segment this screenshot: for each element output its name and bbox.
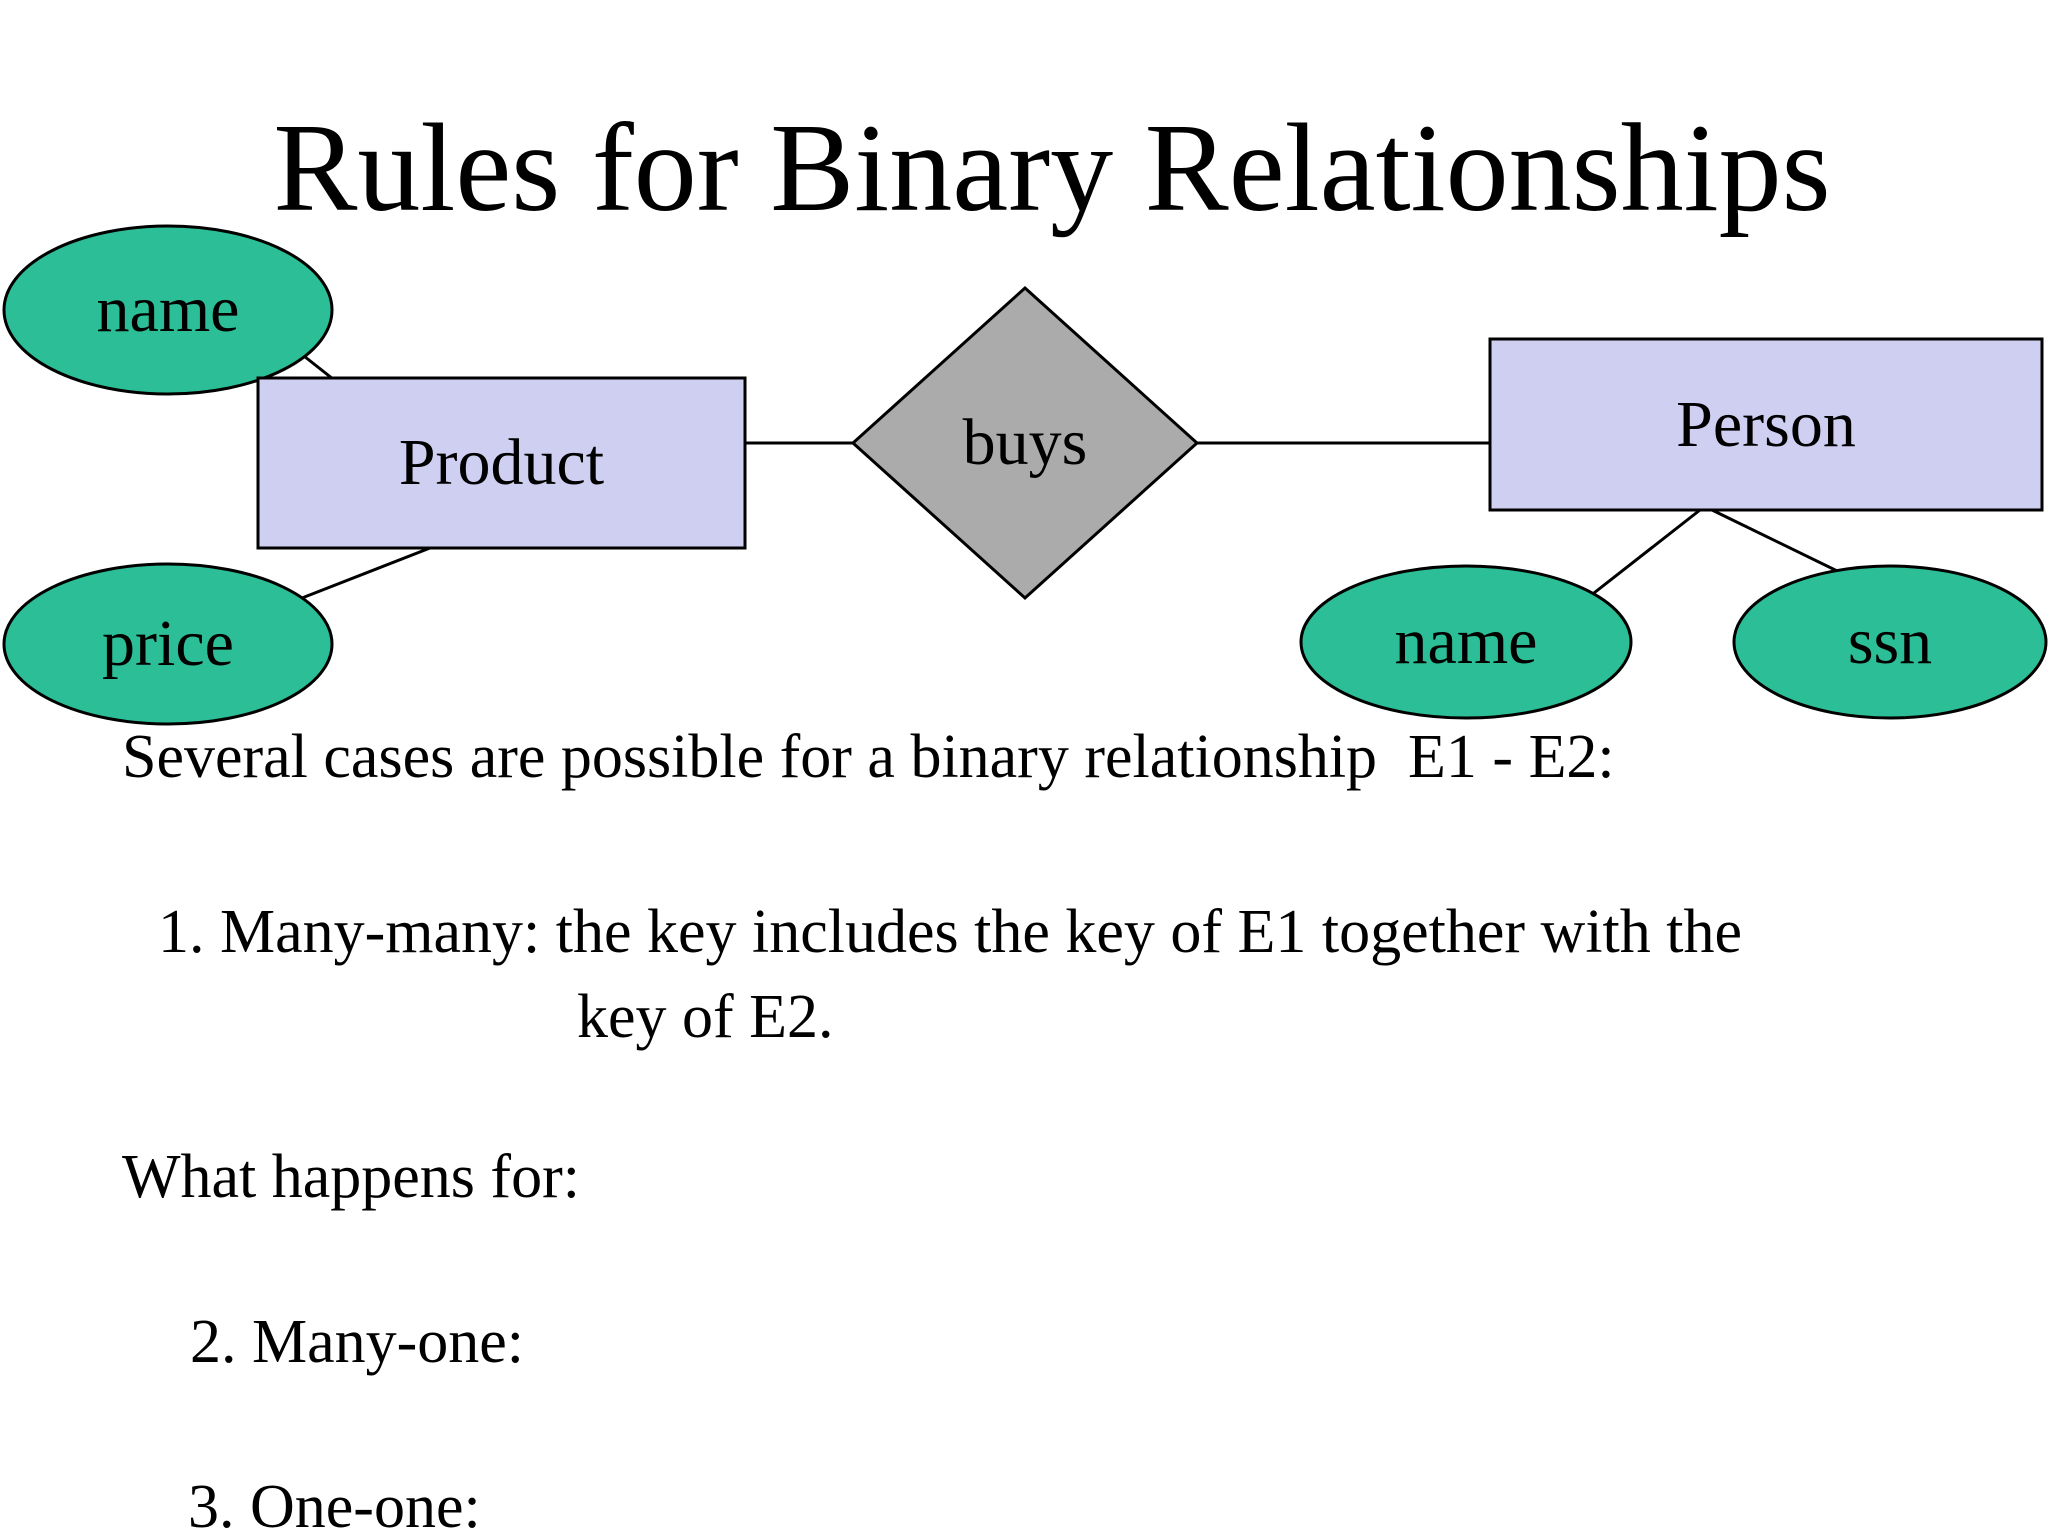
connector-price-to-product — [301, 546, 431, 600]
connector-person-to-name — [1584, 508, 1701, 602]
attribute-ellipse-product-price — [2, 562, 334, 726]
attribute-ellipse-product-name — [2, 224, 334, 396]
body-item1-line1: 1. Many-many: the key includes the key o… — [158, 898, 1743, 966]
body-item3-line: 3. One-one: — [188, 1473, 481, 1536]
slide-title: Rules for Binary Relationships — [273, 99, 1831, 238]
body-intro-line: Several cases are possible for a binary … — [122, 723, 1615, 791]
entity-box-person — [1488, 337, 2044, 512]
attribute-ellipse-person-ssn — [1732, 564, 2048, 720]
body-question-line: What happens for: — [122, 1143, 580, 1211]
body-item1-line2: key of E2. — [577, 983, 834, 1051]
body-item2-line: 2. Many-one: — [190, 1308, 525, 1376]
entity-box-product — [256, 376, 747, 550]
attribute-ellipse-person-name — [1299, 564, 1633, 720]
relationship-diamond-buys — [850, 285, 1200, 601]
